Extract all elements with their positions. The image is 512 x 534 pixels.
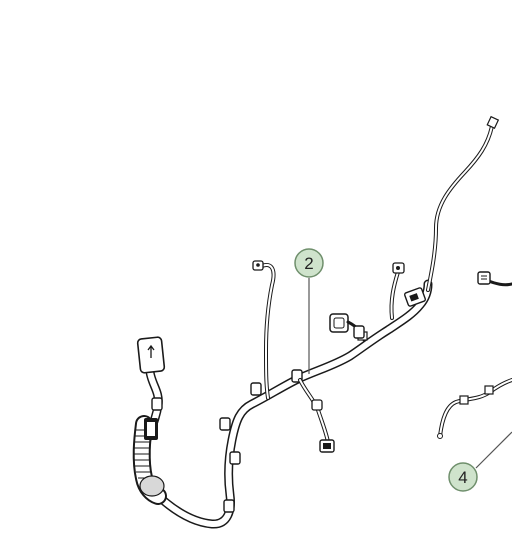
callout-2-badge <box>294 248 324 278</box>
callout-4-group: 4 <box>448 431 512 492</box>
lower-right-harness <box>437 378 512 439</box>
upper-left-branch <box>252 260 276 400</box>
upper-right-branch <box>426 115 500 292</box>
left-plate-assembly <box>132 336 167 505</box>
callout-4-badge <box>448 462 478 492</box>
right-edge-connector <box>477 271 512 287</box>
callout-2-group: 2 <box>294 248 324 374</box>
lower-center-connector <box>298 378 335 453</box>
callout-2-label: 2 <box>304 254 313 273</box>
main-harness-trunk <box>137 279 433 529</box>
harness-clips <box>151 325 365 513</box>
callout-4-label: 4 <box>458 468 467 487</box>
upper-connectors <box>329 262 426 342</box>
